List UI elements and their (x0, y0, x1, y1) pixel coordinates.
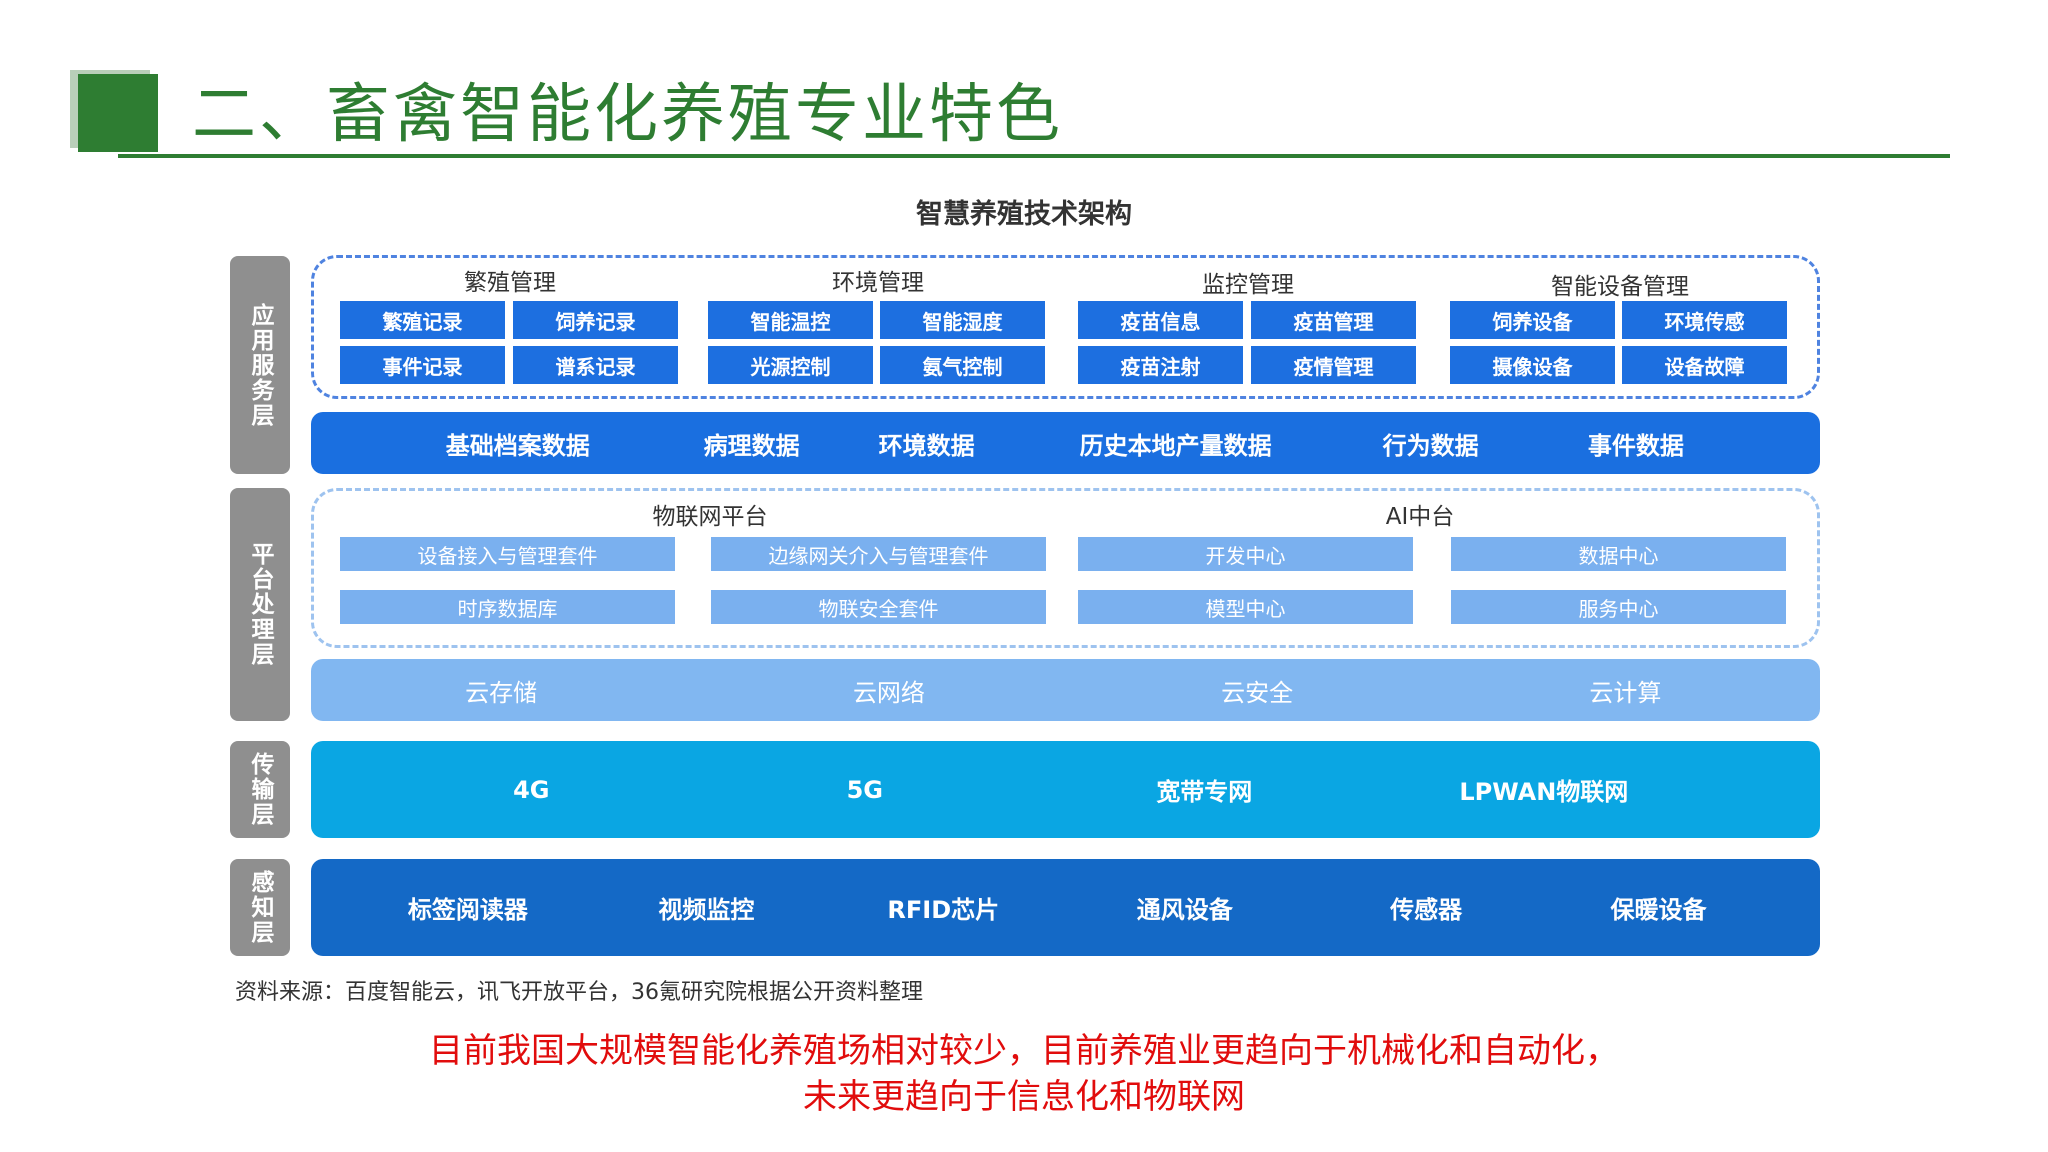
layer-label-transmission: 传输层 (230, 741, 290, 838)
note-line-2: 未来更趋向于信息化和物联网 (803, 1077, 1245, 1117)
transmission-bar-item: 宽带专网 (1156, 778, 1253, 806)
cloud-bar: 云存储 云网络 云安全 云计算 (311, 659, 1820, 721)
cloud-bar-item: 云网络 (852, 678, 925, 707)
app-cell: 繁殖记录 (340, 301, 505, 339)
app-cell: 智能湿度 (880, 301, 1045, 339)
perception-bar-item: RFID芯片 (887, 896, 1000, 924)
data-bar-item: 基础档案数据 (445, 431, 590, 460)
app-cell: 事件记录 (340, 346, 505, 384)
cloud-bar-item: 云安全 (1221, 678, 1294, 707)
app-cell: 设备故障 (1622, 346, 1787, 384)
platform-cell: 开发中心 (1078, 537, 1413, 571)
group-title-environment: 环境管理 (832, 270, 924, 296)
platform-cell: 设备接入与管理套件 (340, 537, 675, 571)
page-title: 二、畜禽智能化养殖专业特色 (192, 78, 1063, 152)
platform-container (311, 488, 1820, 648)
app-cell: 饲养记录 (513, 301, 678, 339)
platform-cell: 物联安全套件 (711, 590, 1046, 624)
data-bar-item: 历史本地产量数据 (1079, 431, 1272, 460)
platform-cell: 模型中心 (1078, 590, 1413, 624)
data-bar-item: 病理数据 (703, 431, 800, 460)
group-title-smart-devices: 智能设备管理 (1551, 274, 1689, 300)
group-title-monitoring: 监控管理 (1202, 272, 1294, 298)
group-title-breeding: 繁殖管理 (464, 270, 556, 296)
data-bar-item: 事件数据 (1587, 431, 1684, 460)
perception-bar-item: 标签阅读器 (407, 896, 528, 924)
perception-bar: 标签阅读器 视频监控 RFID芯片 通风设备 传感器 保暖设备 (311, 859, 1820, 956)
cloud-bar-item: 云存储 (465, 678, 538, 707)
perception-bar-item: 保暖设备 (1610, 896, 1707, 924)
group-title-ai-platform: AI中台 (1385, 504, 1455, 530)
layer-label-platform: 平台处理层 (230, 488, 290, 721)
app-cell: 饲养设备 (1450, 301, 1615, 339)
title-decoration-block (78, 74, 158, 152)
diagram-title: 智慧养殖技术架构 (916, 199, 1132, 230)
app-cell: 摄像设备 (1450, 346, 1615, 384)
app-cell: 谱系记录 (513, 346, 678, 384)
platform-cell: 时序数据库 (340, 590, 675, 624)
application-services-container (311, 255, 1820, 399)
platform-cell: 边缘网关介入与管理套件 (711, 537, 1046, 571)
perception-bar-item: 视频监控 (658, 896, 755, 924)
transmission-bar-item: 5G (846, 775, 883, 804)
app-cell: 氨气控制 (880, 346, 1045, 384)
data-bar-item: 行为数据 (1382, 431, 1479, 460)
app-cell: 环境传感 (1622, 301, 1787, 339)
data-bar-item: 环境数据 (878, 431, 975, 460)
perception-bar-item: 传感器 (1390, 896, 1463, 924)
app-cell: 疫情管理 (1251, 346, 1416, 384)
layer-label-application: 应用服务层 (230, 256, 290, 474)
platform-cell: 服务中心 (1451, 590, 1786, 624)
transmission-bar: 4G 5G 宽带专网 LPWAN物联网 (311, 741, 1820, 838)
platform-cell: 数据中心 (1451, 537, 1786, 571)
title-underline (118, 154, 1950, 158)
app-cell: 疫苗注射 (1078, 346, 1243, 384)
transmission-bar-item: LPWAN物联网 (1459, 778, 1629, 806)
group-title-iot-platform: 物联网平台 (652, 504, 768, 530)
app-cell: 光源控制 (708, 346, 873, 384)
app-cell: 智能温控 (708, 301, 873, 339)
app-cell: 疫苗管理 (1251, 301, 1416, 339)
transmission-bar-item: 4G (513, 775, 550, 804)
source-caption: 资料来源：百度智能云，讯飞开放平台，36氪研究院根据公开资料整理 (235, 980, 923, 1005)
layer-label-perception: 感知层 (230, 859, 290, 956)
perception-bar-item: 通风设备 (1136, 896, 1233, 924)
data-bar: 基础档案数据 病理数据 环境数据 历史本地产量数据 行为数据 事件数据 (311, 412, 1820, 474)
note-line-1: 目前我国大规模智能化养殖场相对较少，目前养殖业更趋向于机械化和自动化， (429, 1031, 1619, 1071)
cloud-bar-item: 云计算 (1589, 678, 1662, 707)
app-cell: 疫苗信息 (1078, 301, 1243, 339)
